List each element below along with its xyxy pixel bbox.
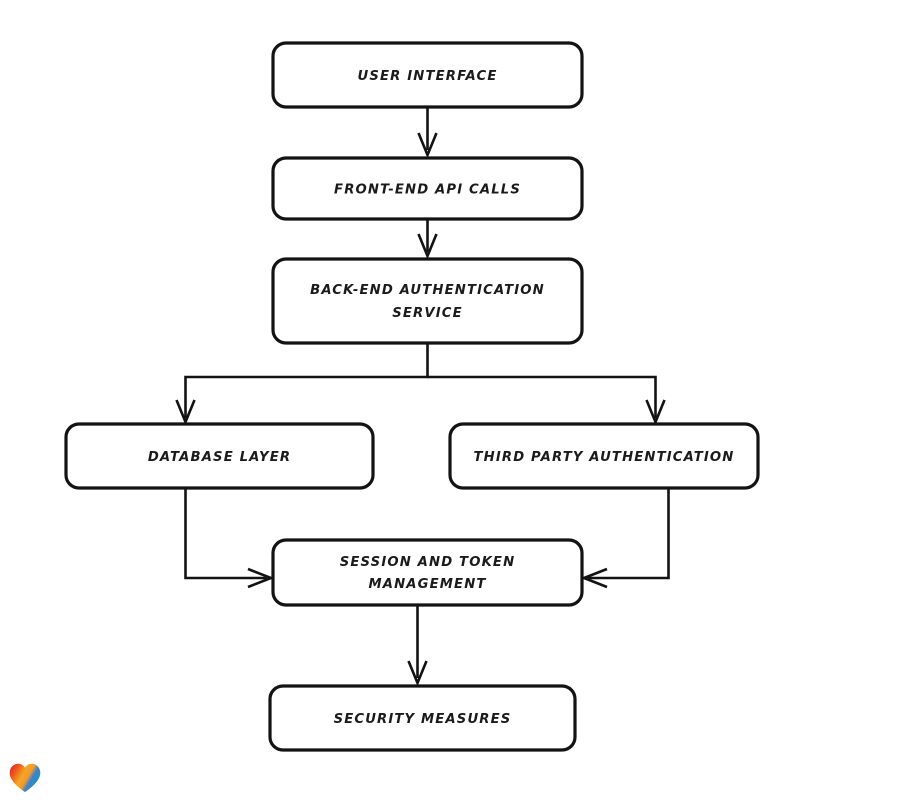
node-third-party-authentication-label: Third Party Authentication bbox=[474, 450, 735, 465]
node-security-measures-label: Security Measures bbox=[334, 712, 512, 727]
node-session-and-token-management-label-line2: Management bbox=[368, 577, 486, 592]
node-security-measures-shape[interactable] bbox=[268, 684, 577, 752]
node-session-and-token-management-shape[interactable] bbox=[271, 538, 584, 607]
node-back-end-authentication-service-shape[interactable] bbox=[271, 257, 584, 345]
node-third-party-authentication[interactable]: Third Party Authentication bbox=[448, 422, 760, 490]
node-database-layer-shape[interactable] bbox=[64, 422, 375, 490]
edge-database-to-session bbox=[184, 488, 275, 589]
node-user-interface-label: User Interface bbox=[358, 69, 498, 84]
node-database-layer[interactable]: Database Layer bbox=[64, 422, 375, 490]
node-database-layer-label: Database Layer bbox=[148, 450, 291, 465]
node-front-end-api-calls-shape[interactable] bbox=[271, 156, 584, 221]
node-user-interface[interactable]: User Interface bbox=[271, 41, 584, 109]
edge-backend-to-database bbox=[175, 343, 429, 426]
edge-api-to-backend bbox=[417, 219, 438, 260]
node-front-end-api-calls[interactable]: Front-End API Calls bbox=[271, 156, 584, 221]
node-back-end-authentication-service-label-line2: Service bbox=[392, 306, 463, 321]
node-session-and-token-management-label-line1: Session and Token bbox=[340, 555, 516, 570]
node-third-party-authentication-shape[interactable] bbox=[448, 422, 760, 490]
node-back-end-authentication-service-label-line1: Back-End Authentication bbox=[310, 283, 545, 298]
edge-thirdparty-to-session bbox=[580, 488, 670, 589]
node-back-end-authentication-service[interactable]: Back-End Authentication Service bbox=[271, 257, 584, 345]
edge-ui-to-api bbox=[417, 107, 438, 159]
edge-session-to-security bbox=[407, 605, 428, 687]
node-user-interface-shape[interactable] bbox=[271, 41, 584, 109]
node-session-and-token-management[interactable]: Session and Token Management bbox=[271, 538, 584, 607]
node-front-end-api-calls-label: Front-End API Calls bbox=[334, 183, 521, 198]
node-security-measures[interactable]: Security Measures bbox=[268, 684, 577, 752]
heart-icon bbox=[8, 762, 42, 794]
edge-backend-to-thirdparty bbox=[427, 375, 666, 426]
